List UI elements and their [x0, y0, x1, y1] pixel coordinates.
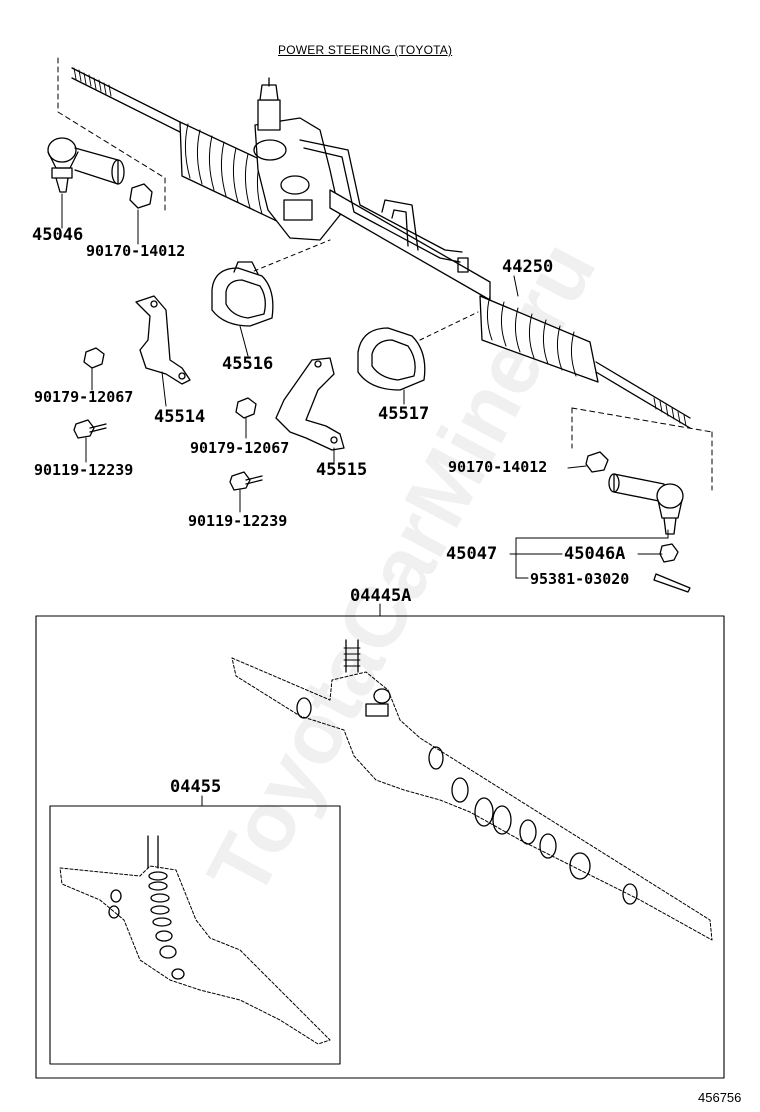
part-label-90179-12067-center[interactable]: 90179-12067	[190, 439, 290, 457]
leader-lines	[61, 193, 669, 807]
part-label-90179-12067-left[interactable]: 90179-12067	[34, 388, 134, 406]
part-label-04455[interactable]: 04455	[170, 777, 222, 797]
steering-rack-drawing	[179, 77, 691, 429]
part-label-90119-12239-center[interactable]: 90119-12239	[188, 512, 288, 530]
inner-kit-parts	[108, 835, 185, 980]
left-tie-rod-end-drawing	[47, 137, 153, 209]
right-dashed-bracket	[571, 407, 713, 491]
part-label-90170-14012-right[interactable]: 90170-14012	[448, 458, 548, 476]
part-label-95381-03020[interactable]: 95381-03020	[530, 570, 630, 588]
part-label-45046A[interactable]: 45046A	[564, 544, 626, 564]
inner-kit-outline	[59, 865, 331, 1045]
bracket-45515-drawing	[275, 357, 345, 451]
part-label-45514[interactable]: 45514	[154, 407, 206, 427]
left-tie-rod-drawing	[71, 67, 181, 133]
part-label-45515[interactable]: 45515	[316, 460, 368, 480]
bracket-45514-drawing	[135, 295, 191, 385]
image-code: 456756	[698, 1090, 742, 1105]
grommet-45516-drawing	[211, 261, 274, 327]
kit-box-04455	[49, 805, 341, 1065]
kit-parts-drawing	[296, 639, 638, 905]
kit-rack-outline	[231, 657, 713, 941]
fasteners-drawing	[73, 347, 609, 491]
part-label-44250[interactable]: 44250	[502, 257, 554, 277]
part-label-45046[interactable]: 45046	[32, 225, 84, 245]
part-label-90170-14012-left[interactable]: 90170-14012	[86, 242, 186, 260]
part-label-45047[interactable]: 45047	[446, 544, 498, 564]
kit-box-04445A	[35, 615, 725, 1079]
left-dashed-bracket	[57, 57, 166, 213]
grommet-45517-drawing	[357, 327, 426, 391]
part-label-45516[interactable]: 45516	[222, 354, 274, 374]
diagram-title: POWER STEERING (TOYOTA)	[278, 43, 453, 57]
right-tie-rod-end-drawing	[608, 473, 691, 593]
part-label-90119-12239-left[interactable]: 90119-12239	[34, 461, 134, 479]
part-label-04445A[interactable]: 04445A	[350, 586, 412, 606]
part-label-45517[interactable]: 45517	[378, 404, 430, 424]
